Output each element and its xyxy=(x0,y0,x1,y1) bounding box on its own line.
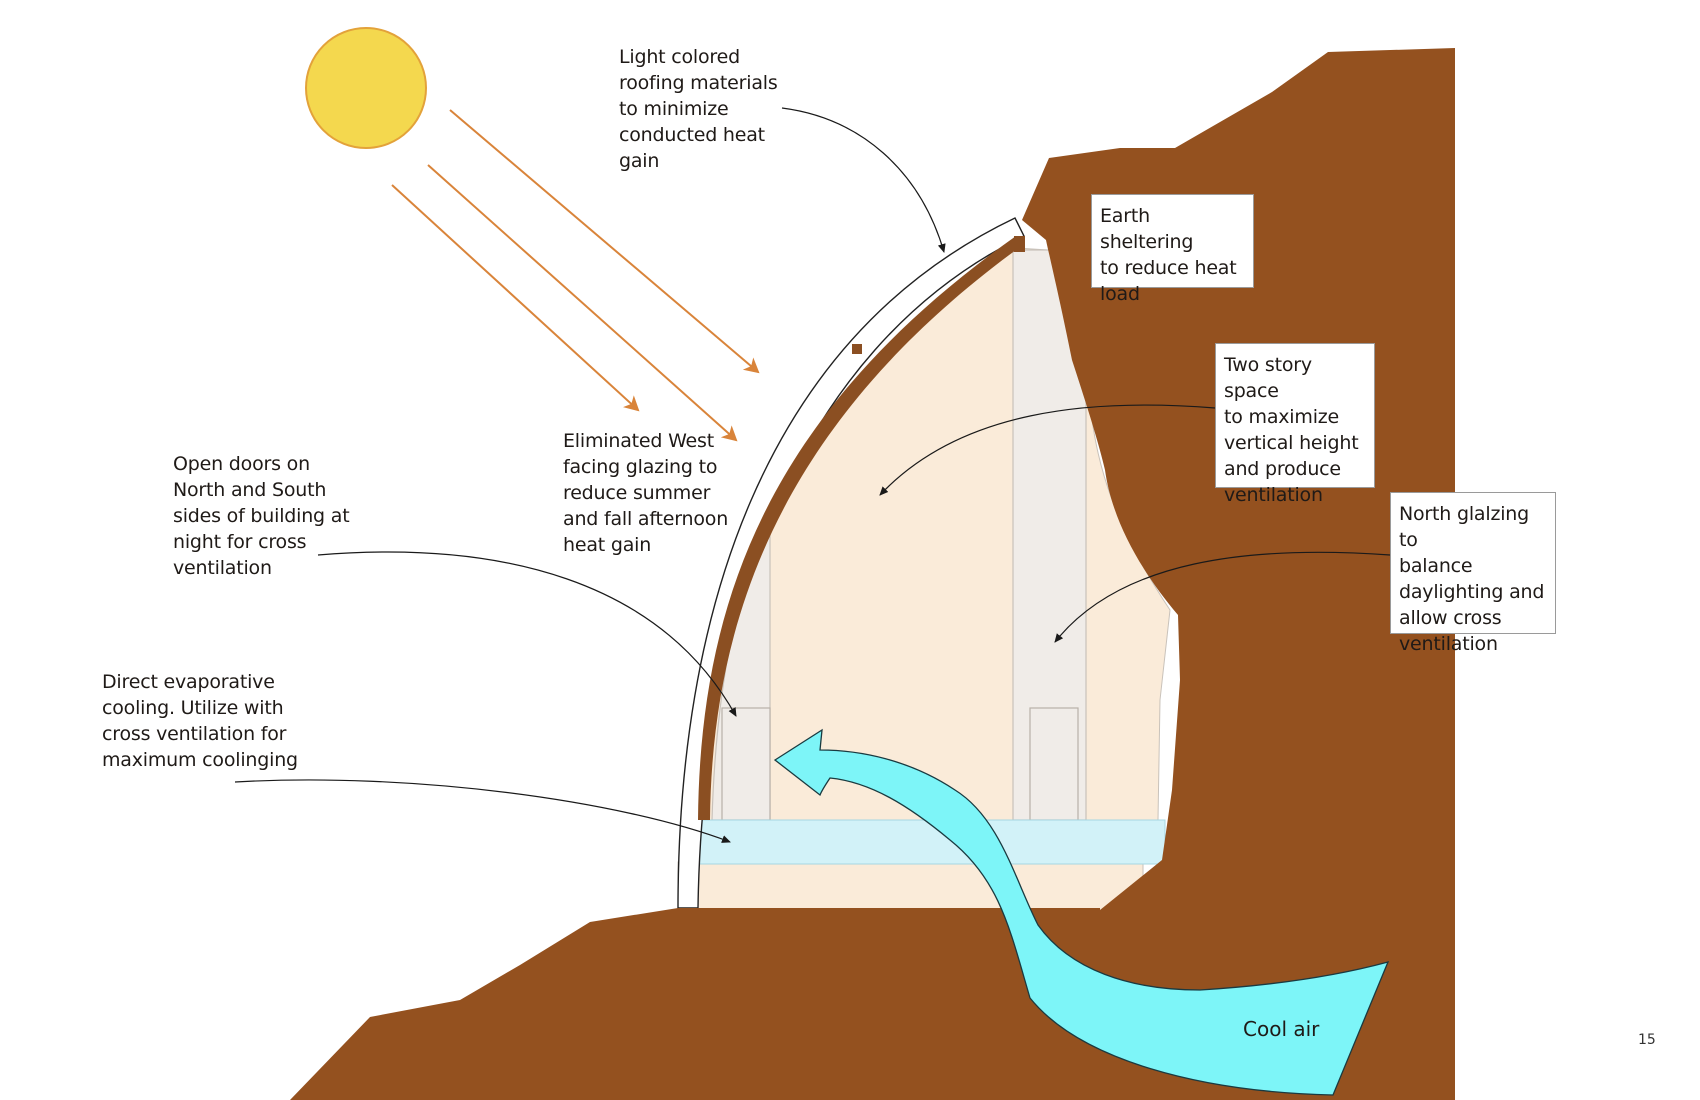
earth-ground-lower xyxy=(290,908,1100,1100)
label-roofing: Light colored roofing materials to minim… xyxy=(619,46,778,172)
leader-two-story xyxy=(879,404,1216,496)
label-earth-sheltering: Earth sheltering to reduce heat load xyxy=(1091,194,1254,305)
label-evaporative: Direct evaporative cooling. Utilize with… xyxy=(102,671,298,771)
page-number: 15 xyxy=(1638,1032,1656,1048)
roof-ridge-block xyxy=(1014,236,1025,252)
sun xyxy=(305,27,427,149)
sun-ray xyxy=(449,109,760,374)
label-north-glazing: North glalzing to balance daylighting an… xyxy=(1390,492,1556,655)
label-cool-air: Cool air xyxy=(1243,1017,1320,1041)
north-door xyxy=(1029,707,1079,821)
roof-small-notch xyxy=(852,344,862,354)
label-west-glazing: Eliminated West facing glazing to reduce… xyxy=(563,430,729,556)
leader-north-glazing xyxy=(1054,551,1391,643)
earth-berm-right xyxy=(1022,48,1455,1100)
leader-roofing xyxy=(781,107,946,253)
leader-evaporative xyxy=(234,779,731,843)
sun-ray xyxy=(391,184,640,412)
leader-open-doors xyxy=(317,551,737,717)
cool-air-flow xyxy=(773,728,1390,1096)
evaporative-cooling-pool xyxy=(694,819,1166,865)
building-floor-base xyxy=(677,861,1144,911)
roof-structure xyxy=(698,236,1020,820)
label-two-story: Two story space to maximize vertical hei… xyxy=(1215,343,1375,506)
label-open-doors: Open doors on North and South sides of b… xyxy=(173,453,350,579)
sun-ray xyxy=(427,164,738,442)
south-door xyxy=(721,707,771,821)
